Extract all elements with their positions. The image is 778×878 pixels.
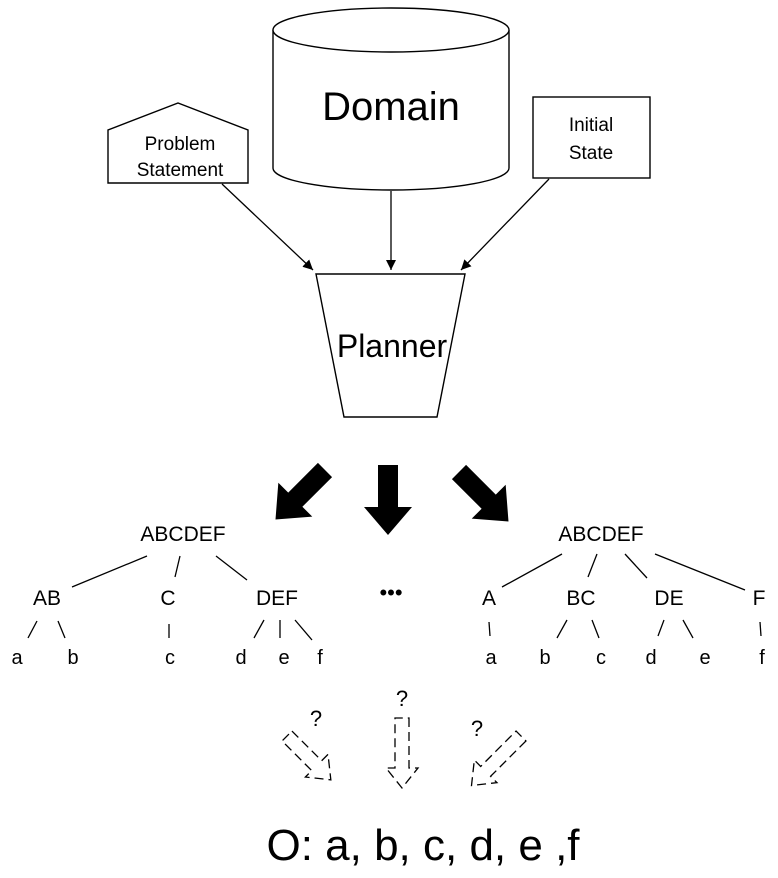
left-tree-edge [253, 619, 265, 639]
right-tree-leaf: f [759, 647, 765, 669]
left-tree-leaf: a [11, 647, 23, 669]
question-mark-center: ? [396, 686, 408, 711]
left-tree-edge [294, 619, 313, 641]
left-tree-edge [215, 555, 248, 581]
right-tree-edge [488, 621, 491, 637]
problem-statement-label-line2: Statement [137, 160, 224, 181]
right-tree-leaf: b [539, 647, 550, 669]
question-mark-right: ? [471, 716, 483, 741]
right-tree-edge [591, 619, 600, 639]
right-tree: ABCDEF A BC DE F a b c d e f [482, 523, 765, 669]
problem-statement-label-line1: Problem [145, 134, 216, 155]
left-tree-leaf: f [317, 647, 323, 669]
left-tree-leaf: e [278, 647, 289, 669]
initial-state-node: Initial State [532, 96, 651, 179]
problem-statement-node: Problem Statement [107, 102, 249, 184]
left-tree-root: ABCDEF [140, 523, 225, 546]
left-tree-edge [27, 620, 38, 639]
dashed-arrow-left [281, 730, 332, 781]
right-tree-child: F [753, 587, 766, 610]
right-tree-leaf: d [645, 647, 656, 669]
right-tree-edge [682, 619, 694, 639]
left-tree-edge [57, 620, 66, 639]
right-tree-edge [654, 553, 746, 591]
right-tree-leaf: c [596, 647, 606, 669]
right-tree-edge [587, 553, 598, 578]
right-tree-edge [624, 553, 648, 579]
planner-node: Planner [315, 273, 466, 418]
right-tree-edge [556, 619, 568, 639]
left-tree-leaf: d [235, 647, 246, 669]
left-tree: ABCDEF AB C DEF a b c d e f [11, 523, 323, 669]
right-tree-child: A [482, 587, 496, 610]
question-mark-left: ? [310, 706, 322, 731]
left-tree-edge [174, 555, 181, 578]
dashed-arrow-right [470, 730, 527, 787]
right-tree-leaf: a [485, 647, 497, 669]
black-arrow-down [364, 465, 412, 535]
right-tree-leaf: e [699, 647, 710, 669]
dashed-arrow-down [384, 717, 420, 790]
arrow-initial-to-planner [460, 178, 550, 271]
right-tree-root: ABCDEF [558, 523, 643, 546]
left-tree-child: AB [33, 587, 61, 610]
left-tree-child: DEF [256, 587, 298, 610]
black-arrow-left [275, 462, 333, 520]
left-tree-edge [71, 555, 148, 588]
output-label: O: a, b, c, d, e ,f [266, 821, 580, 870]
initial-state-label-line1: Initial [569, 115, 613, 136]
right-tree-child: BC [566, 587, 595, 610]
right-tree-edge [501, 553, 563, 588]
arrow-problem-to-planner [221, 183, 314, 271]
right-tree-child: DE [654, 587, 683, 610]
black-arrow-right [451, 464, 509, 522]
domain-label: Domain [322, 85, 460, 129]
left-tree-leaf: c [165, 647, 175, 669]
right-tree-edge [759, 621, 762, 637]
ellipsis: ••• [379, 580, 402, 605]
left-tree-leaf: b [67, 647, 78, 669]
domain-cylinder: Domain [272, 7, 510, 191]
planner-label: Planner [337, 328, 448, 364]
initial-state-label-line2: State [569, 143, 613, 164]
left-tree-child: C [160, 587, 175, 610]
right-tree-edge [657, 619, 665, 637]
